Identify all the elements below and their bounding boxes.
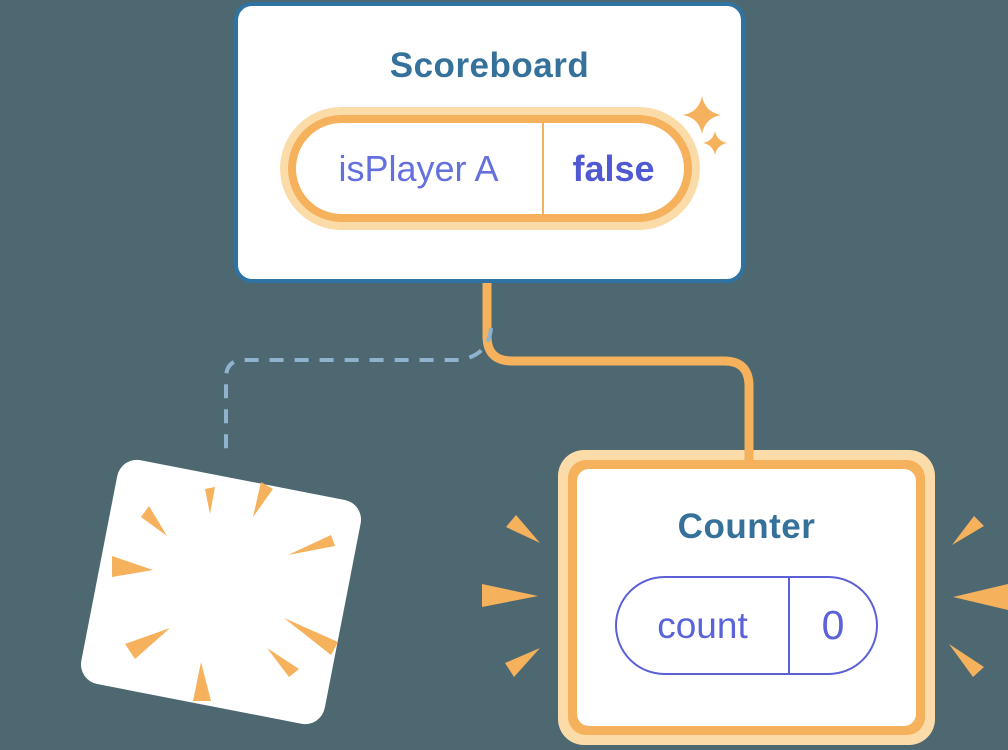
scoreboard-title: Scoreboard — [389, 46, 590, 85]
state-name: isPlayer A — [338, 147, 499, 189]
emphasis-rays-right-icon — [949, 516, 1008, 677]
destroyed-card — [77, 456, 365, 728]
emphasis-rays-left-icon — [482, 515, 540, 677]
scoreboard-state-pill: isPlayer A false — [279, 107, 700, 230]
connector-scoreboard-to-counter — [482, 283, 754, 462]
count-value: 0 — [821, 602, 845, 648]
state-pill-core: isPlayer A false — [295, 123, 684, 214]
state-pill-ring: isPlayer A false — [287, 115, 692, 222]
scoreboard-card: Scoreboard isPlayer A false — [234, 2, 745, 283]
count-name: count — [657, 604, 748, 646]
counter-state-pill: count 0 — [615, 576, 878, 675]
counter-title: Counter — [677, 507, 816, 546]
state-divider — [541, 123, 544, 214]
counter-card-body: Counter count 0 — [577, 469, 916, 726]
count-divider — [788, 578, 790, 673]
connector-scoreboard-to-destroyed — [224, 327, 493, 459]
counter-card: Counter count 0 — [558, 450, 935, 745]
counter-card-border: Counter count 0 — [568, 460, 925, 735]
state-value: false — [572, 147, 655, 189]
